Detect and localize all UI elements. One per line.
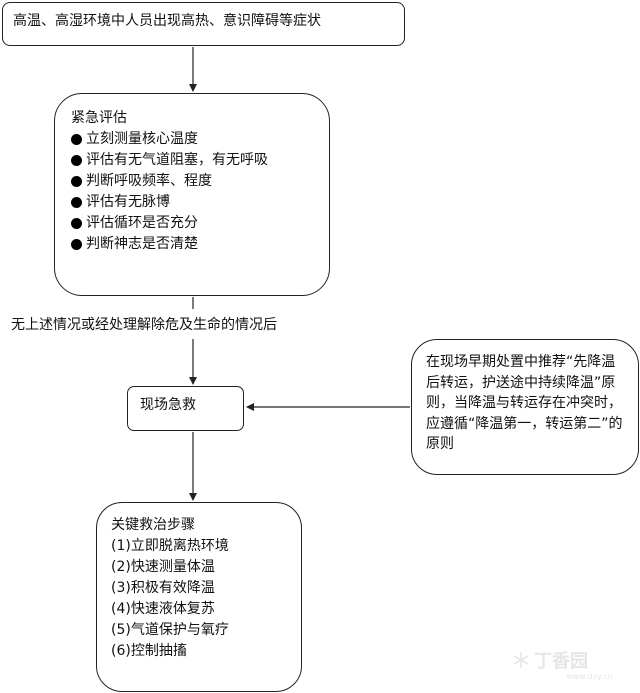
- bullet-icon: [71, 239, 82, 250]
- assessment-item: 立刻测量核心温度: [71, 129, 313, 150]
- key-step-item: (4)快速液体复苏: [111, 601, 215, 617]
- assessment-item: 评估有无气道阻塞，有无呼吸: [71, 150, 313, 171]
- condition-note: 无上述情况或经处理解除危及生命的情况后: [11, 317, 277, 333]
- watermark-logo: 丁香园: [512, 647, 588, 673]
- snowflake-icon: [513, 652, 529, 668]
- key-step-item: (6)控制抽搐: [111, 643, 187, 659]
- watermark-text: 丁香园: [534, 651, 588, 672]
- key-steps-title: 关键救治步骤: [111, 517, 195, 533]
- symptom-text: 高温、高湿环境中人员出现高热、意识障碍等症状: [13, 13, 321, 29]
- assessment-item: 评估循环是否充分: [71, 213, 313, 234]
- watermark-url: www.dxy.cn: [566, 672, 613, 681]
- key-step-item: (1)立即脱离热环境: [111, 538, 229, 554]
- assessment-title: 紧急评估: [71, 110, 127, 126]
- assessment-item: 判断神志是否清楚: [71, 234, 313, 255]
- assessment-item: 判断呼吸频率、程度: [71, 171, 313, 192]
- side-note-box: 在现场早期处置中推荐“先降温后转运，护送途中持续降温”原则，当降温与转运存在冲突…: [411, 339, 639, 475]
- bullet-icon: [71, 197, 82, 208]
- onsite-rescue-label: 现场急救: [140, 397, 196, 413]
- bullet-icon: [71, 134, 82, 145]
- side-note-text: 在现场早期处置中推荐“先降温后转运，护送途中持续降温”原则，当降温与转运存在冲突…: [426, 354, 623, 452]
- assessment-box: 紧急评估 立刻测量核心温度 评估有无气道阻塞，有无呼吸 判断呼吸频率、程度 评估…: [54, 93, 330, 296]
- key-step-item: (5)气道保护与氧疗: [111, 622, 229, 638]
- bullet-icon: [71, 218, 82, 229]
- key-step-item: (3)积极有效降温: [111, 580, 215, 596]
- symptom-box: 高温、高湿环境中人员出现高热、意识障碍等症状: [2, 2, 405, 46]
- key-step-item: (2)快速测量体温: [111, 559, 215, 575]
- assessment-item: 评估有无脉博: [71, 192, 313, 213]
- onsite-rescue-box: 现场急救: [127, 386, 244, 431]
- key-steps-box: 关键救治步骤 (1)立即脱离热环境 (2)快速测量体温 (3)积极有效降温 (4…: [96, 502, 302, 692]
- bullet-icon: [71, 155, 82, 166]
- bullet-icon: [71, 176, 82, 187]
